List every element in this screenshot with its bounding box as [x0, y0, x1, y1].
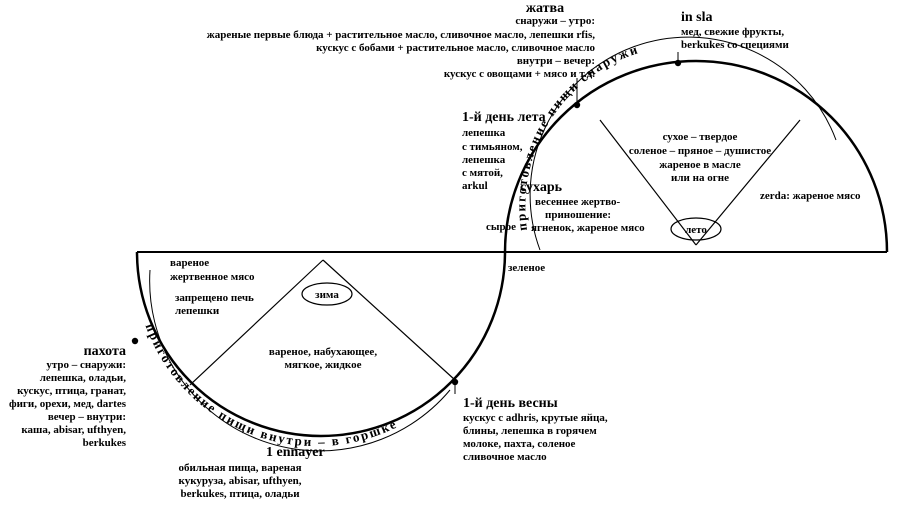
summer-inner-arc	[529, 36, 837, 251]
plowing-line: лепешка, оладьи,	[40, 372, 126, 384]
harvest-line: внутри – вечер:	[517, 55, 595, 67]
winter-inner-arc	[149, 269, 451, 452]
summer-day-line: лепешка	[462, 154, 506, 166]
summer-sector-line: жареное в масле	[659, 159, 741, 171]
ennayer-title: 1 ennayer	[266, 445, 325, 460]
summer-day-line: с мятой,	[462, 167, 503, 179]
insla-line: мед, свежие фрукты,	[681, 26, 784, 38]
insla-line: berkukes со специями	[681, 39, 790, 51]
plowing-line: каша, abisar, ufthyen,	[21, 424, 126, 436]
summer-day-line: arkul	[462, 180, 488, 192]
summer-sector-line: или на огне	[671, 172, 729, 184]
sukhar-title: сухарь	[520, 180, 563, 195]
insla-title: in sla	[681, 10, 713, 25]
spring-title: 1-й день весны	[463, 396, 558, 411]
spring-line: кускус с adhris, крутые яйца,	[463, 412, 608, 424]
spring-line: сливочное масло	[463, 451, 547, 463]
summer-sector-line: соленое – пряное – душистое	[629, 145, 771, 157]
winter-left-line: запрещено печь	[175, 292, 254, 304]
ennayer-line: обильная пища, вареная	[178, 462, 301, 474]
green-label: зеленое	[508, 262, 545, 274]
sukhar-line: ягненок, жареное мясо	[531, 222, 645, 234]
winter-label: зима	[315, 289, 339, 301]
plowing-line: berkukes	[83, 437, 127, 449]
summer-sector-left	[599, 119, 697, 246]
summer-day-title: 1-й день лета	[462, 110, 546, 125]
winter-semicircle	[135, 251, 507, 438]
winter-oval	[301, 282, 353, 306]
plowing-dot	[131, 337, 139, 345]
plowing-title: пахота	[84, 344, 126, 359]
summer-sector-right	[695, 119, 801, 246]
sukhar-line: приношение:	[545, 209, 611, 221]
plowing-line: фиги, орехи, мед, dartes	[9, 398, 127, 410]
winter-sector-right	[322, 259, 456, 381]
plowing-line: вечер – внутри:	[48, 411, 126, 423]
summer-day-line: лепешка	[462, 127, 506, 139]
winter-left-line: жертвенное мясо	[170, 271, 255, 283]
winter-left-line: лепешки	[175, 305, 220, 317]
summer-sector-line: сухое – твердое	[663, 131, 738, 143]
ennayer-line: кукуруза, abisar, ufthyen,	[179, 475, 302, 487]
harvest-title: жатва	[526, 1, 564, 16]
summer-label: лето	[685, 224, 707, 236]
harvest-line: кускус с овощами + мясо и т.д.	[444, 68, 595, 80]
plowing-line: кускус, птица, гранат,	[17, 385, 126, 397]
harvest-line: жареные первые блюда + растительное масл…	[207, 29, 595, 41]
winter-sector-left	[189, 259, 324, 386]
winter-sector-line: мягкое, жидкое	[285, 359, 362, 371]
winter-left-line: вареное	[170, 257, 209, 269]
sukhar-line: весеннее жертво-	[535, 196, 621, 208]
harvest-line: кускус с бобами + растительное масло, сл…	[316, 42, 595, 54]
plowing-line: утро – снаружи:	[46, 359, 126, 371]
harvest-line: снаружи – утро:	[515, 15, 595, 27]
winter-sector-line: вареное, набухающее,	[269, 346, 377, 358]
raw-label: сырое	[486, 221, 516, 233]
spring-line: блины, лепешка в горячем	[463, 425, 597, 437]
zerda-label: zerda: жареное мясо	[760, 190, 861, 202]
summer-semicircle	[503, 59, 889, 253]
spring-line: молоке, пахта, соленое	[463, 438, 576, 450]
inside-cooking-arc-text: приготовление пищи внутри – в горшке	[143, 321, 400, 449]
summer-oval	[670, 217, 722, 241]
summer-day-line: с тимьяном,	[462, 141, 523, 153]
ennayer-line: berkukes, птица, оладьи	[180, 488, 300, 500]
